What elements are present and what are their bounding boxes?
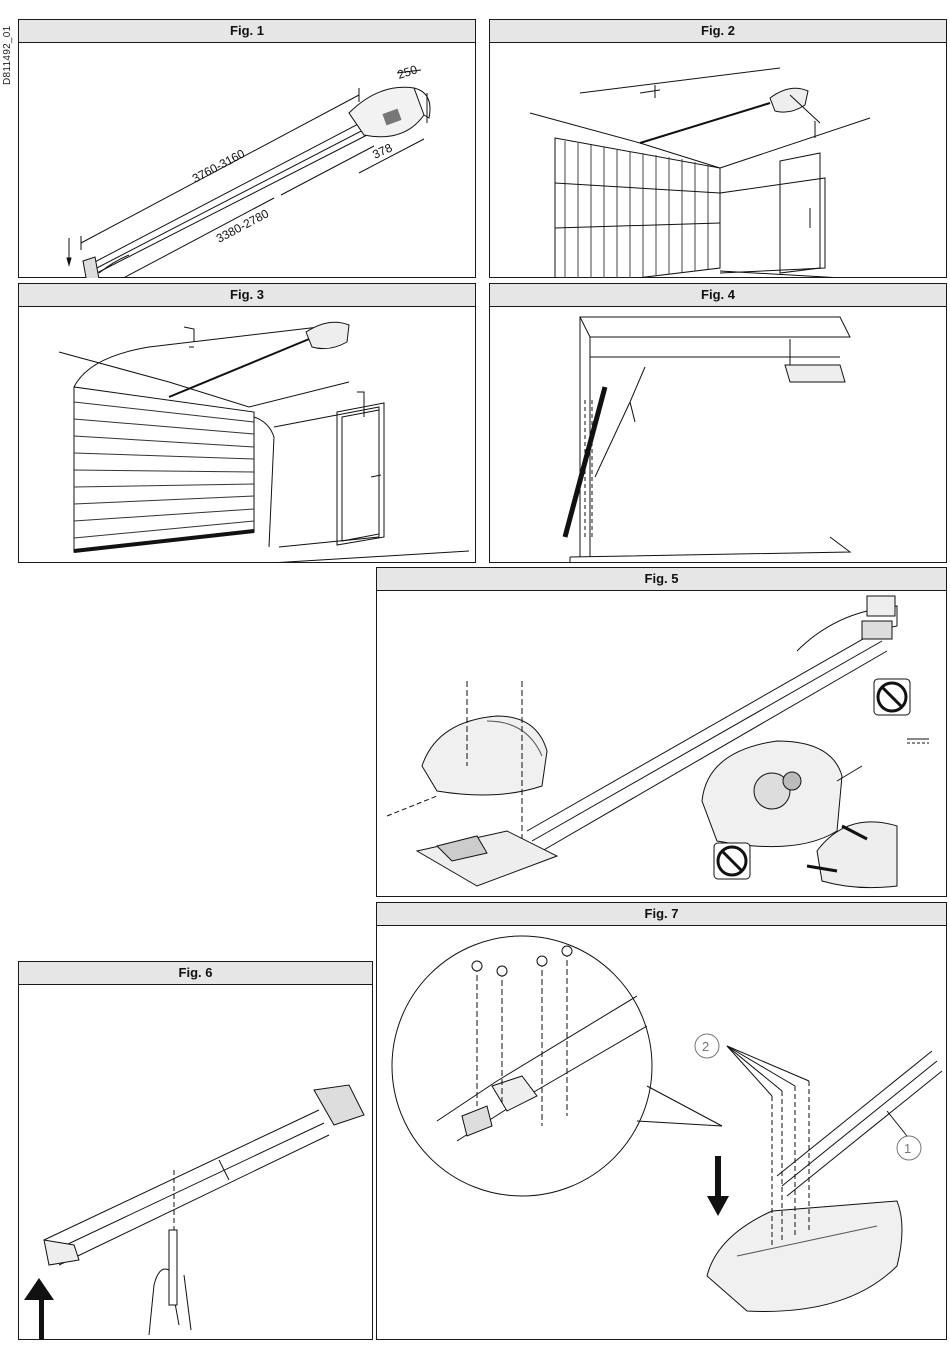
figure-1-drawing: 250 378 3760-3160 3380-2780 — [19, 43, 475, 278]
figure-3-drawing — [19, 307, 475, 563]
figure-3-title: Fig. 3 — [19, 284, 475, 307]
figure-6-drawing — [19, 985, 372, 1340]
dim-rail-length: 3760-3160 — [190, 146, 248, 185]
figure-7-drawing: 2 1 — [377, 926, 946, 1340]
callout-1: 1 — [897, 1136, 921, 1160]
document-code: D811492_01 — [2, 20, 16, 90]
figure-3: Fig. 3 — [18, 283, 476, 563]
dim-side: 378 — [370, 140, 394, 161]
figure-4: Fig. 4 — [489, 283, 947, 563]
figure-1-title: Fig. 1 — [19, 20, 475, 43]
pencil-icon — [169, 1230, 177, 1305]
figure-7: Fig. 7 — [376, 902, 947, 1340]
arrow-down-icon — [707, 1156, 729, 1216]
no-hand-icon — [874, 679, 910, 715]
dim-top: 250 — [396, 62, 420, 82]
callout-2-label: 2 — [702, 1039, 709, 1054]
callout-2: 2 — [695, 1034, 719, 1058]
figure-4-drawing — [490, 307, 946, 563]
figure-6-title: Fig. 6 — [19, 962, 372, 985]
figure-7-title: Fig. 7 — [377, 903, 946, 926]
arrow-up-icon — [24, 1278, 54, 1340]
figure-2: Fig. 2 — [489, 19, 947, 278]
figure-6: Fig. 6 — [18, 961, 373, 1340]
figure-5-title: Fig. 5 — [377, 568, 946, 591]
figure-5: Fig. 5 — [376, 567, 947, 897]
no-hand-icon — [714, 843, 750, 879]
figure-5-drawing — [377, 591, 946, 897]
figure-4-title: Fig. 4 — [490, 284, 946, 307]
figure-2-title: Fig. 2 — [490, 20, 946, 43]
figure-2-drawing — [490, 43, 946, 278]
figure-1: Fig. 1 250 378 3760-3 — [18, 19, 476, 278]
callout-1-label: 1 — [904, 1141, 911, 1156]
